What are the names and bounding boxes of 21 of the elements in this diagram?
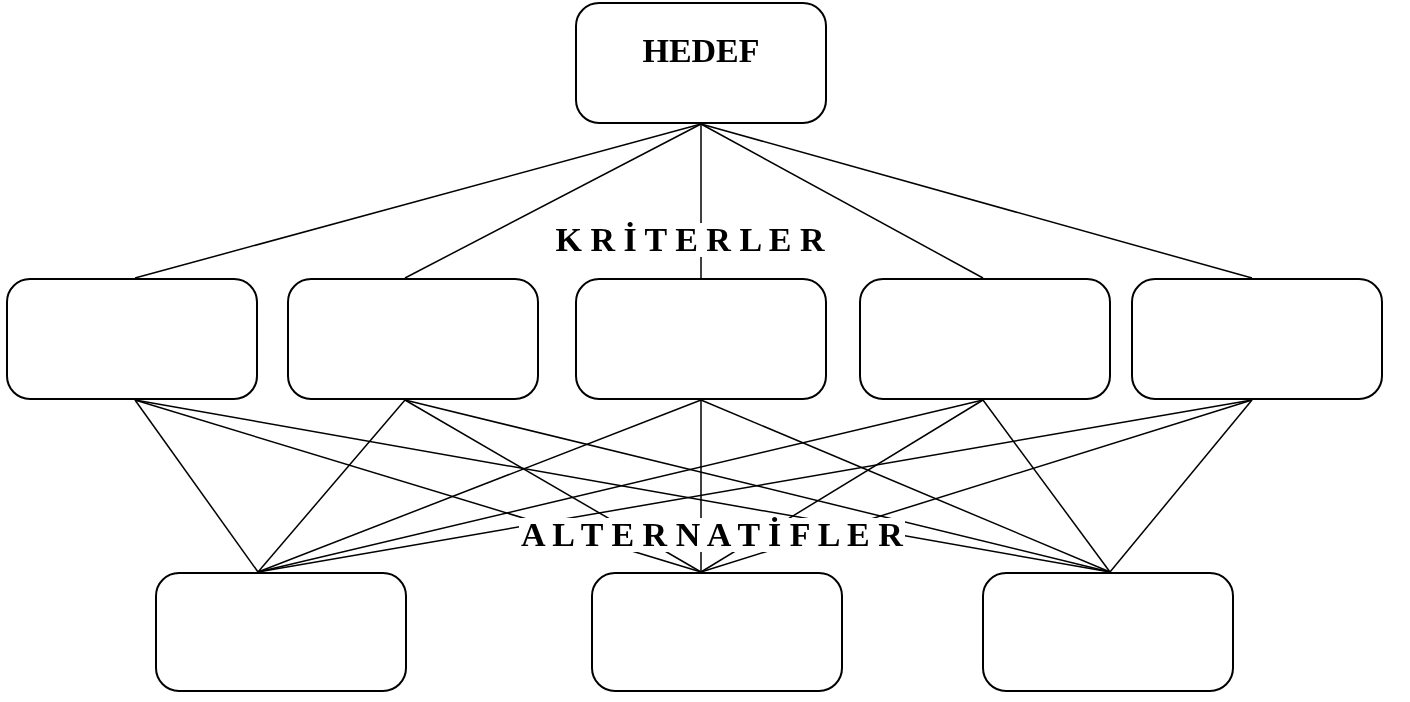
goal-box bbox=[575, 2, 827, 124]
connector-line bbox=[257, 399, 406, 573]
connector-line bbox=[982, 399, 1111, 573]
connector-line bbox=[404, 123, 702, 279]
criterion-box bbox=[6, 278, 258, 400]
alternative-box bbox=[982, 572, 1234, 692]
level-heading: A L T E R N A T İ F L E R bbox=[519, 518, 905, 552]
criterion-box bbox=[575, 278, 827, 400]
alternative-box bbox=[591, 572, 843, 692]
node-label: HEDEF bbox=[642, 32, 760, 70]
connector-line bbox=[1109, 399, 1253, 573]
connector-line bbox=[134, 399, 259, 573]
connector-line bbox=[700, 123, 984, 279]
criterion-box bbox=[1131, 278, 1383, 400]
connector-line bbox=[700, 123, 1253, 279]
connector-line bbox=[700, 399, 1111, 573]
alternative-box bbox=[155, 572, 407, 692]
connector-line bbox=[257, 399, 702, 573]
criterion-box bbox=[287, 278, 539, 400]
criterion-box bbox=[859, 278, 1111, 400]
level-heading: K R İ T E R L E R bbox=[553, 223, 827, 257]
